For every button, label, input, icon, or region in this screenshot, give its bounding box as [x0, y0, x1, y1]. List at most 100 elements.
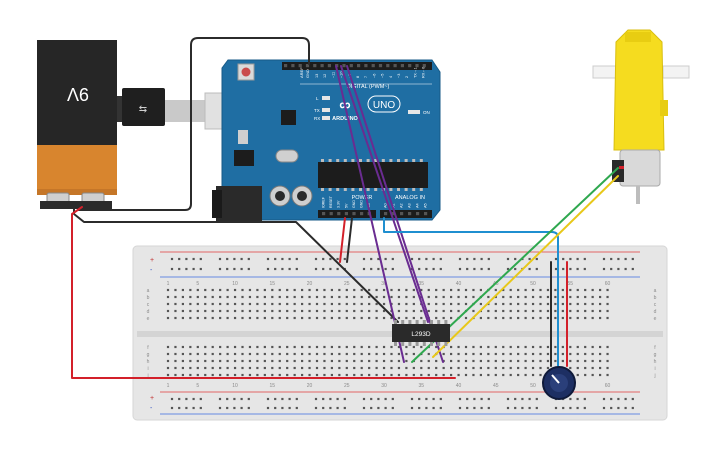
chip-leg — [351, 159, 355, 162]
chip-leg — [397, 159, 400, 162]
dc-motor[interactable] — [592, 29, 690, 204]
column-number-bottom: 35 — [419, 383, 425, 389]
column-number-bottom: 25 — [344, 383, 350, 389]
wire-red-5v[interactable] — [339, 217, 346, 263]
column-number-top: 5 — [196, 281, 199, 287]
potentiometer[interactable] — [542, 366, 576, 400]
wire-black-gnd-battery[interactable] — [77, 37, 310, 211]
chip-leg — [397, 188, 400, 191]
chip-leg — [366, 159, 370, 162]
chip-leg — [404, 188, 408, 191]
column-number-bottom: 40 — [456, 383, 462, 389]
digital-label: DIGITAL (PWM~) — [347, 84, 390, 90]
ic-leg — [444, 342, 448, 346]
chip-leg — [359, 159, 362, 162]
l-label: L — [316, 96, 319, 101]
chip-leg — [321, 188, 324, 191]
analog-pin-hole — [392, 212, 396, 216]
analog-pin-label: A1 — [392, 203, 396, 208]
power-label: POWER — [352, 195, 373, 201]
chip-leg — [389, 159, 393, 162]
ic-leg — [401, 342, 405, 346]
battery-copper-band — [37, 145, 117, 189]
ic-leg — [408, 320, 412, 324]
digital-pin-hole — [400, 64, 404, 68]
ic-leg — [415, 320, 419, 324]
wire-black-gnd[interactable] — [346, 217, 353, 263]
digital-pin-hole — [291, 64, 295, 68]
analog-pin-hole — [400, 212, 404, 216]
analog-pin-label: A5 — [424, 203, 428, 208]
chip-leg — [389, 188, 393, 191]
usb-icon: ⇆ — [139, 104, 147, 115]
column-number-top: 60 — [605, 281, 611, 287]
column-number-bottom: 15 — [270, 383, 276, 389]
column-number-top: 10 — [232, 281, 238, 287]
chip-leg — [351, 188, 355, 191]
power-pin-hole — [322, 212, 326, 216]
tx-led — [322, 108, 330, 112]
battery-label: 9V — [67, 84, 89, 104]
column-number-bottom: 50 — [530, 383, 536, 389]
arduino-model: UNO — [373, 100, 395, 111]
digital-pin-label: ~6 — [372, 74, 376, 78]
row-letter-top: a — [147, 288, 150, 294]
chip-leg — [419, 159, 423, 162]
potentiometer-indicator — [551, 374, 560, 384]
ic-leg — [401, 320, 405, 324]
motor-can — [619, 149, 661, 187]
row-letter-top: c — [147, 302, 150, 308]
wire-red-battery[interactable] — [71, 206, 456, 379]
ic-leg — [415, 342, 419, 346]
battery-body — [37, 40, 117, 145]
chip-leg — [328, 159, 332, 162]
digital-pin-label: ~5 — [381, 74, 385, 78]
chip-leg — [381, 159, 385, 162]
power-pin-label: 3.3V — [337, 200, 341, 208]
digital-pin-label: 4 — [389, 76, 393, 78]
digital-pin-label: ~11 — [331, 72, 335, 78]
digital-pin-hole — [305, 64, 310, 68]
breadboard-holes[interactable] — [166, 257, 634, 410]
digital-pin-label: RX←0 — [422, 67, 426, 78]
motor-shaft-right — [662, 65, 690, 79]
digital-pin-label: ~10 — [340, 72, 344, 78]
chip-leg — [336, 188, 340, 191]
wire-purple-2[interactable] — [340, 65, 429, 323]
power-pin-hole — [344, 212, 348, 216]
row-letter-bottom: j — [653, 373, 655, 379]
power-pin-label: GND — [360, 200, 364, 208]
chip-leg — [366, 188, 370, 191]
digital-pin-hole — [327, 64, 331, 68]
ic-leg — [430, 342, 433, 346]
rx-led — [322, 116, 330, 120]
chip-leg — [374, 159, 378, 162]
ic-leg — [394, 342, 397, 346]
wire-purple-1[interactable] — [335, 65, 405, 363]
power-pin-label: IOREF — [322, 196, 326, 208]
column-number-top: 50 — [530, 281, 536, 287]
chip-leg — [343, 159, 347, 162]
l-led — [322, 96, 330, 100]
l293d-chip[interactable]: L293D — [392, 320, 450, 346]
power-pin-label: GND — [352, 200, 356, 208]
column-number-top: 55 — [568, 281, 574, 287]
wire-yellow-motor[interactable] — [432, 175, 619, 358]
digital-pin-hole — [408, 64, 412, 68]
analog-header[interactable] — [380, 210, 432, 218]
wire-blue-a0[interactable] — [383, 217, 559, 367]
row-letter-top: d — [654, 309, 657, 315]
aref-label: AREF — [299, 67, 304, 78]
wire-purple-3[interactable] — [346, 65, 444, 363]
battery-9v[interactable]: 9V ⇆ — [37, 40, 246, 209]
ic-leg — [444, 320, 448, 324]
column-number-top: 35 — [419, 281, 425, 287]
digital-pin-label: TX→1 — [413, 67, 417, 78]
power-pin-label: Vin — [367, 203, 371, 208]
analog-pin-label: A4 — [416, 203, 420, 208]
chip-leg — [343, 188, 347, 191]
analog-pin-hole — [408, 212, 412, 216]
column-number-bottom: 60 — [605, 383, 611, 389]
column-number-bottom: 1 — [167, 383, 170, 389]
